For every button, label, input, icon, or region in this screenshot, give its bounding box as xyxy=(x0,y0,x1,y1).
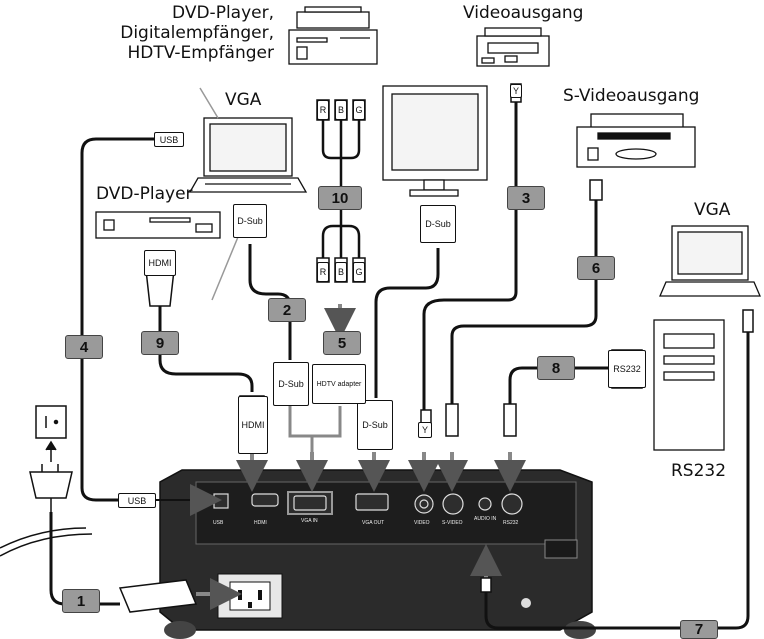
dsub-connector-monitor: D-Sub xyxy=(420,205,456,243)
cable-badge-5: 5 xyxy=(323,331,361,355)
label-vga-right: VGA xyxy=(694,200,731,220)
port-label-hdmi: HDMI xyxy=(254,520,267,526)
hdmi-connector-bottom: HDMI xyxy=(238,396,268,454)
vcr-icon xyxy=(476,27,550,67)
rgb-plug-g-top: G xyxy=(353,100,365,120)
monitor-icon xyxy=(382,85,488,197)
cable-badge-4: 4 xyxy=(65,335,103,359)
port-label-video: VIDEO xyxy=(414,520,430,526)
rgb-plug-r-top: R xyxy=(317,100,329,120)
rgb-plug-b-top: B xyxy=(335,100,347,120)
label-dvd-player: DVD-Player xyxy=(96,184,193,204)
dvd-receiver-stack-icon xyxy=(288,6,378,65)
label-rs232-pc: RS232 xyxy=(671,461,727,481)
laptop-left-icon xyxy=(188,117,308,193)
dvd-player-icon xyxy=(576,113,696,168)
label-dvd-combo-line2: Digitalempfänger, xyxy=(120,23,274,43)
wall-outlet-icon xyxy=(35,405,67,462)
cable-badge-8: 8 xyxy=(537,356,575,380)
hdmi-connector-top: HDMI xyxy=(144,250,176,276)
label-svideo-out: S-Videoausgang xyxy=(563,86,700,106)
hdtv-adapter: HDTV adapter xyxy=(312,364,366,404)
dsub-connector-vga-out: D-Sub xyxy=(357,400,393,450)
label-dvd-combo-line1: DVD-Player, xyxy=(172,3,274,23)
port-label-audio-in: AUDIO IN xyxy=(474,516,497,522)
port-label-vga-in: VGA IN xyxy=(301,518,318,524)
cable-badge-10: 10 xyxy=(318,186,362,210)
usb-connector-bottom: USB xyxy=(118,493,156,508)
label-vga-left: VGA xyxy=(225,90,262,110)
port-label-svideo: S-VIDEO xyxy=(442,520,463,526)
usb-connector-top: USB xyxy=(154,132,184,147)
cable-badge-1: 1 xyxy=(62,589,100,613)
port-label-rs232: RS232 xyxy=(503,520,519,526)
cable-badge-9: 9 xyxy=(141,331,179,355)
video-y-plug-bottom: Y xyxy=(418,422,432,438)
label-dvd-combo-line3: HDTV-Empfänger xyxy=(127,43,274,63)
cable-badge-7: 7 xyxy=(680,620,718,639)
rs232-plug: RS232 xyxy=(608,350,646,388)
video-y-plug-top: Y xyxy=(510,84,522,98)
rgb-plug-g-bottom: G xyxy=(353,262,365,282)
power-plug-icon xyxy=(29,464,73,512)
label-video-out: Videoausgang xyxy=(463,3,584,23)
pc-tower-icon xyxy=(653,319,725,451)
rgb-plug-b-bottom: B xyxy=(335,262,347,282)
rgb-plug-r-bottom: R xyxy=(317,262,329,282)
dsub-connector-vga-in: D-Sub xyxy=(273,362,309,406)
laptop-right-icon xyxy=(659,225,761,297)
cable-badge-6: 6 xyxy=(577,256,615,280)
port-label-usb: USB xyxy=(213,520,224,526)
cable-badge-3: 3 xyxy=(507,186,545,210)
dsub-connector-laptop: D-Sub xyxy=(233,204,267,238)
dvd-player-small-icon xyxy=(95,211,221,239)
port-label-vga-out: VGA OUT xyxy=(362,520,385,526)
cable-badge-2: 2 xyxy=(268,298,306,322)
